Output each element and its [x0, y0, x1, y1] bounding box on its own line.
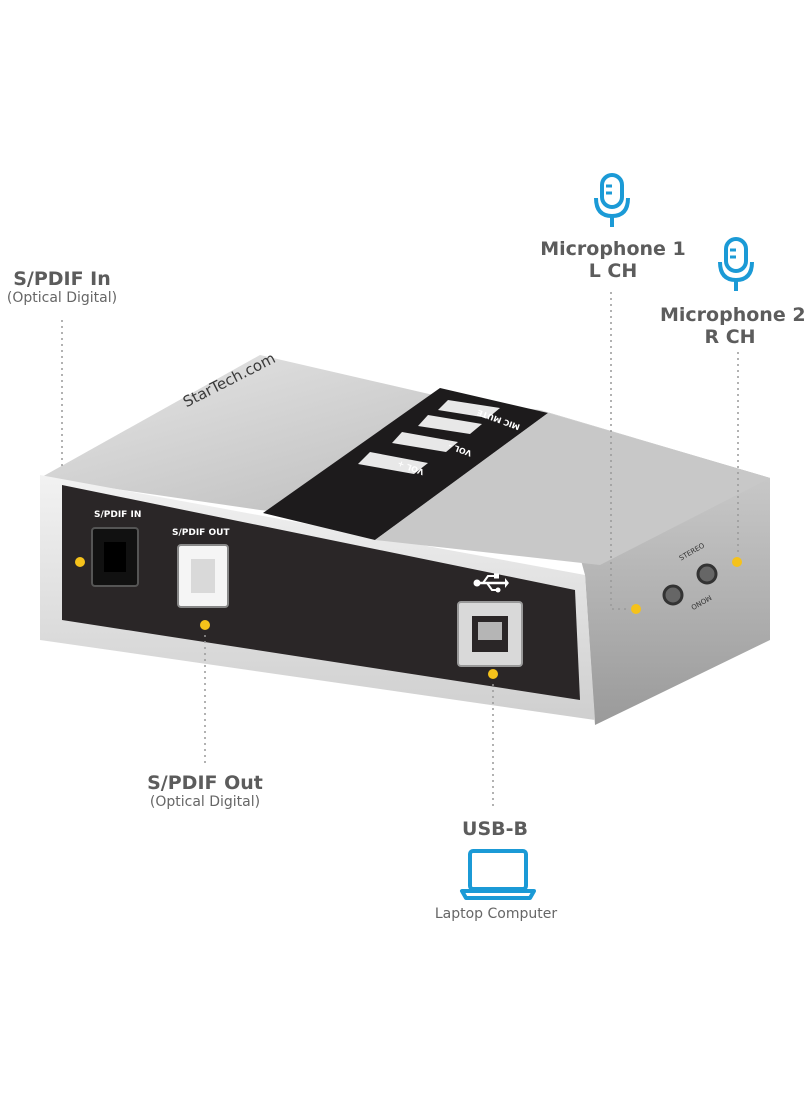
spdif-in-port-label: S/PDIF IN — [94, 510, 142, 520]
spdif-out-title: S/PDIF Out — [147, 772, 263, 794]
callout-usb-b: USB-B — [430, 818, 560, 840]
laptop-icon — [460, 849, 536, 900]
marker-mic1 — [631, 604, 641, 614]
spdif-out-port-label: S/PDIF OUT — [172, 528, 230, 538]
device-front-panel — [62, 485, 580, 700]
mic2-title: Microphone 2 — [660, 304, 806, 326]
callout-mic2: Microphone 2 R CH — [660, 304, 806, 348]
microphone-icon — [718, 237, 754, 291]
spdif-in-subtitle: (Optical Digital) — [6, 290, 118, 306]
mic1-subtitle: L CH — [588, 260, 638, 282]
button-vol-up — [358, 452, 428, 474]
device-top-right — [375, 413, 770, 565]
marker-spdif-in — [75, 557, 85, 567]
mic2-subtitle: R CH — [704, 326, 756, 348]
spdif-out-subtitle: (Optical Digital) — [149, 794, 261, 810]
microphone-icon — [594, 173, 630, 227]
jack-mic1 — [662, 584, 684, 606]
button-vol-down — [392, 432, 458, 452]
callout-spdif-out: S/PDIF Out (Optical Digital) — [140, 772, 270, 810]
button-mic-mute — [418, 415, 482, 434]
marker-mic2 — [732, 557, 742, 567]
spdif-in-title: S/PDIF In — [13, 268, 111, 290]
jack-mic2 — [696, 563, 718, 585]
marker-usb-b — [488, 669, 498, 679]
usb-b-title: USB-B — [462, 818, 528, 840]
laptop-caption: Laptop Computer — [434, 906, 558, 922]
mic1-title: Microphone 1 — [540, 238, 686, 260]
button-vol-mute — [438, 400, 500, 418]
callout-spdif-in: S/PDIF In (Optical Digital) — [0, 268, 124, 306]
usb-icon — [473, 573, 509, 593]
callout-mic1: Microphone 1 L CH — [540, 238, 686, 282]
marker-spdif-out — [200, 620, 210, 630]
